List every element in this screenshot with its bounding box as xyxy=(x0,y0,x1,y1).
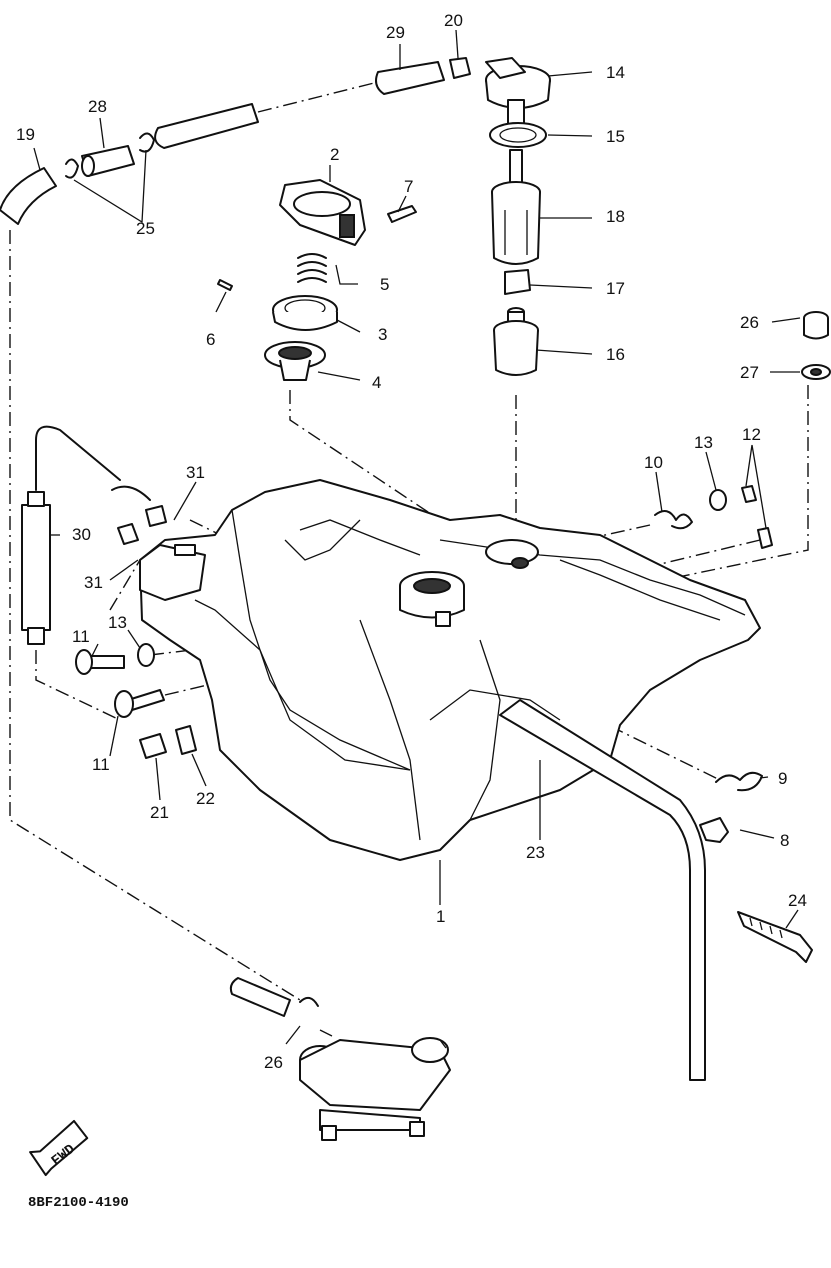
pump-cap xyxy=(485,57,551,133)
grommet-13-right xyxy=(709,489,727,511)
drawing-code: 8BF2100-4190 xyxy=(28,1195,129,1211)
band-24 xyxy=(737,911,813,963)
pump-clip xyxy=(504,269,531,295)
nut-26 xyxy=(803,311,829,340)
hose-lower xyxy=(229,977,319,1017)
callout-1: 1 xyxy=(436,907,445,926)
callout-19: 19 xyxy=(16,125,35,144)
clip-10 xyxy=(654,510,693,530)
callout-20: 20 xyxy=(444,11,463,30)
filler-neck-ring xyxy=(264,341,326,381)
callout-10: 10 xyxy=(644,453,663,472)
callout-31-upper: 31 xyxy=(186,463,205,482)
callout-15: 15 xyxy=(606,127,625,146)
callout-16: 16 xyxy=(606,345,625,364)
pump-screen xyxy=(491,181,541,265)
filler-cap xyxy=(279,179,366,246)
clip-12 xyxy=(741,485,773,549)
washer-27 xyxy=(801,364,831,380)
hose-upper xyxy=(154,103,259,149)
fwd-arrow-icon: FWD xyxy=(29,1119,89,1177)
callout-27: 27 xyxy=(740,363,759,382)
callout-2: 2 xyxy=(330,145,339,164)
callout-13-right: 13 xyxy=(694,433,713,452)
callout-28: 28 xyxy=(88,97,107,116)
callout-25: 25 xyxy=(136,219,155,238)
clips-31 xyxy=(111,485,167,545)
callout-18: 18 xyxy=(606,207,625,226)
vent-hose xyxy=(499,699,706,1081)
hose-29 xyxy=(375,61,445,95)
callout-9: 9 xyxy=(778,769,787,788)
grommet-13-left xyxy=(137,643,155,667)
pump-gasket xyxy=(489,122,547,148)
small-pin xyxy=(217,279,233,291)
callout-11-upper: 11 xyxy=(72,627,90,646)
fuel-cock xyxy=(299,1029,451,1141)
callout-5: 5 xyxy=(380,275,389,294)
callout-26-bottom: 26 xyxy=(264,1053,283,1072)
callout-13-left: 13 xyxy=(108,613,127,632)
leader-lines xyxy=(33,29,801,1045)
callout-3: 3 xyxy=(378,325,387,344)
pump-stem xyxy=(509,149,523,187)
cushion-21 xyxy=(139,733,167,759)
hose-19 xyxy=(0,167,57,225)
clip-22 xyxy=(175,725,197,755)
callout-31-lower: 31 xyxy=(84,573,103,592)
callout-29: 29 xyxy=(386,23,405,42)
cap-seal xyxy=(272,295,338,331)
callout-23: 23 xyxy=(526,843,545,862)
callout-11-lower: 11 xyxy=(92,755,110,774)
bolt-11-upper xyxy=(75,649,125,675)
callout-4: 4 xyxy=(372,373,381,392)
pump-filter xyxy=(493,307,539,376)
filter-30 xyxy=(21,425,121,645)
callout-8: 8 xyxy=(780,831,789,850)
cap-pin xyxy=(387,205,417,223)
joint-28 xyxy=(81,145,135,177)
callout-14: 14 xyxy=(606,63,625,82)
bolt-11-lower xyxy=(114,689,165,718)
callout-labels: 1 2 3 4 5 6 7 8 9 10 11 11 12 13 13 14 1… xyxy=(16,11,807,1072)
callout-21: 21 xyxy=(150,803,169,822)
callout-17: 17 xyxy=(606,279,625,298)
callout-7: 7 xyxy=(404,177,413,196)
callout-26-right: 26 xyxy=(740,313,759,332)
cap-spring xyxy=(297,253,327,283)
callout-22: 22 xyxy=(196,789,215,808)
callout-6: 6 xyxy=(206,330,215,349)
clip-20 xyxy=(449,57,471,79)
callout-30: 30 xyxy=(72,525,91,544)
hose-clip-9 xyxy=(715,771,763,792)
grommet-8 xyxy=(699,817,729,843)
callout-12: 12 xyxy=(742,425,761,444)
callout-24: 24 xyxy=(788,891,807,910)
fuel-tank xyxy=(139,479,761,861)
